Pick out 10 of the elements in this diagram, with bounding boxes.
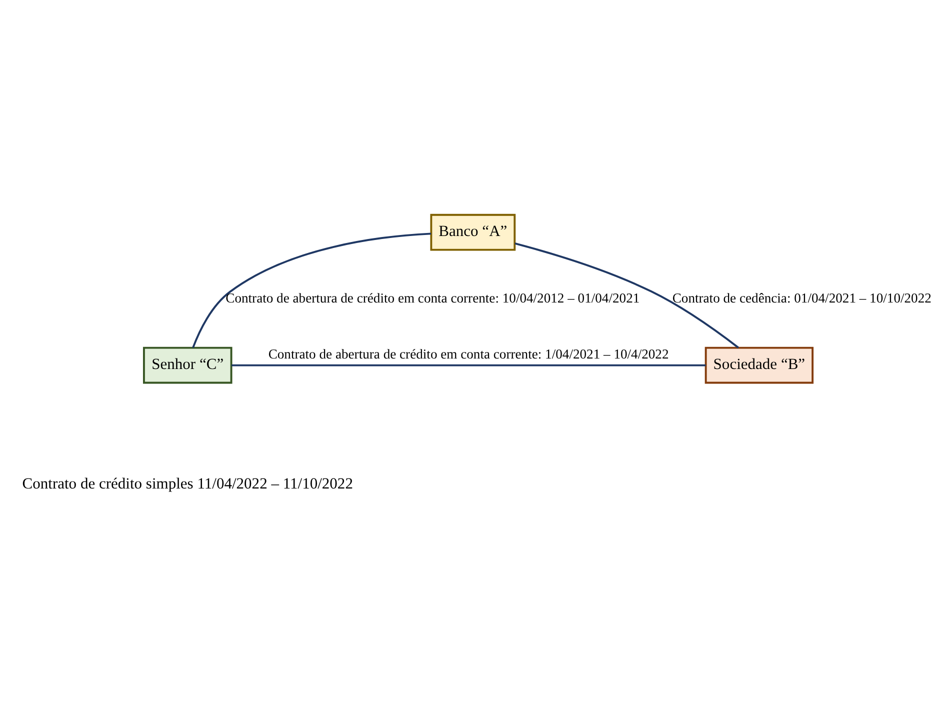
connector xyxy=(192,232,432,348)
connector xyxy=(232,364,706,366)
node-box: Sociedade “B” xyxy=(704,346,814,384)
edge-label: Contrato de abertura de crédito em conta corrente: 1/04/2021 – 10/4/2022 xyxy=(268,346,669,362)
edge-label: Contrato de cedência: 01/04/2021 – 10/10/2022 xyxy=(672,290,932,306)
edge-label: Contrato de abertura de crédito em conta corrente: 10/04/2012 – 01/04/2021 xyxy=(226,290,640,306)
connector xyxy=(514,242,739,348)
label: Contrato de crédito simples 11/04/2022 – 11/10/2022 xyxy=(22,475,353,492)
node-box: Senhor “C” xyxy=(143,346,232,384)
node-box: Banco “A” xyxy=(430,214,516,251)
